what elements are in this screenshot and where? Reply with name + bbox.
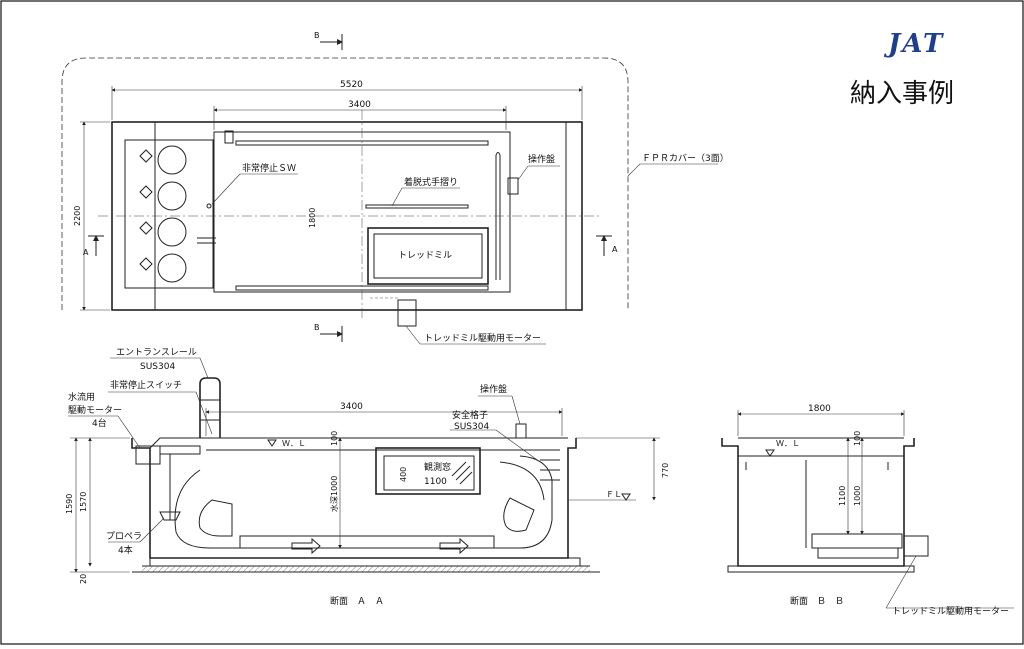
section-mark-b-top: B [314, 31, 343, 50]
section-bb-dim-1000: 1000 [853, 486, 862, 506]
section-aa-label-entrance-rail-material: SUS304 [140, 362, 175, 372]
section-aa-label-entrance-rail: エントランスレール [116, 347, 197, 358]
section-aa-label-flow-motor-2: 駆動モーター [68, 405, 122, 416]
entrance-rail-section [199, 377, 221, 438]
section-aa-dim-1590: 1590 [65, 494, 74, 514]
section-aa-dim-window-w: 1100 [424, 477, 447, 487]
label-control-panel-plan: 操作盤 [528, 153, 555, 165]
propeller-units [139, 145, 187, 283]
section-mark-a-left: A [83, 235, 104, 257]
dim-1800-plan: 1800 [308, 208, 317, 228]
section-aa-label-safety-grid-material: SUS304 [454, 422, 489, 432]
tank-section-aa [131, 438, 577, 559]
section-bb-dim-width: 1800 [808, 404, 831, 414]
section-bb-dim-100: 100 [853, 431, 862, 446]
flow-motor [135, 445, 161, 465]
section-aa-label-safety-grid: 安全格子 [452, 409, 488, 421]
plan-view: 5520 3400 2200 1800 B B A A [61, 31, 729, 345]
section-aa-dim-freeboard: 100 [330, 431, 339, 446]
label-fpr-cover: ＦＰＲカバー（3面） [642, 153, 729, 164]
plan-view-section-mark-a: A [612, 245, 618, 254]
entrance-rail-plan [495, 152, 501, 280]
section-aa-label-window: 観測窓 [424, 461, 451, 473]
section-aa-label-emergency-switch: 非常停止スイッチ [110, 379, 182, 391]
section-aa-label-propeller-1: プロペラ [106, 531, 142, 542]
flow-arrow-2 [439, 537, 469, 555]
section-mark-a-right: A [596, 235, 618, 256]
section-bb-dim-1100: 1100 [838, 486, 847, 506]
section-aa-label-flow-motor-3: 4台 [92, 417, 107, 429]
section-aa-label-propeller-2: 4本 [118, 544, 133, 556]
safety-grid [540, 459, 560, 481]
section-aa-dim-inner: 3400 [340, 402, 363, 412]
section-aa-label-control-panel: 操作盤 [480, 383, 507, 395]
treadmill-motor-bb [903, 535, 929, 557]
caption-section-aa: 断面 Ａ Ａ [330, 595, 384, 607]
propeller [159, 511, 181, 521]
label-treadmill: トレッドミル [398, 251, 452, 261]
section-aa-dim-depth: 水深1000 [329, 476, 339, 512]
tank-section-bb [721, 438, 915, 567]
control-panel-section [515, 423, 527, 439]
dim-2200: 2200 [73, 206, 82, 226]
dim-3400-plan: 3400 [348, 100, 371, 110]
treadmill-outer [367, 227, 489, 285]
fpr-cover-outline [61, 57, 629, 310]
observation-window [375, 447, 481, 495]
plan-view-section-mark-b: B [314, 323, 320, 332]
page-title: 納入事例 [850, 79, 954, 109]
handrail [365, 204, 469, 209]
treadmill-motor-plan [397, 299, 417, 327]
label-emergency-sw: 非常停止ＳＷ [242, 162, 296, 174]
section-aa-dim-1570: 1570 [79, 492, 88, 512]
section-aa-label-water-level: Ｗ．Ｌ [282, 439, 306, 448]
dim-5520: 5520 [340, 80, 363, 90]
section-aa-label-floor-level: ＦＬ [606, 490, 622, 499]
control-panel-plan [507, 177, 519, 195]
section-bb-label-water-level: Ｗ．Ｌ [776, 439, 800, 448]
section-bb: Ｗ．Ｌ 1800 100 1100 1000 トレッドミル駆動用モーター 断面 … [721, 404, 1014, 617]
jat-logo: JAT [883, 29, 944, 59]
caption-section-bb: 断面 Ｂ Ｂ [790, 595, 844, 607]
logo-text: JAT [883, 29, 944, 59]
plan-view-section-mark-b: B [314, 31, 320, 40]
label-handrail: 着脱式手摺り [404, 176, 458, 188]
treadmill-section-bb [811, 533, 903, 549]
section-aa-label-flow-motor-1: 水流用 [68, 391, 95, 403]
flow-arrow-1 [291, 537, 321, 555]
label-treadmill-motor-plan: トレッドミル駆動用モーター [424, 333, 541, 344]
section-aa-dim-770: 770 [661, 463, 670, 478]
plan-view-section-mark-a: A [83, 248, 89, 257]
section-aa: Ｗ．Ｌ 観測窓 1100 400 ＦＬ [65, 347, 670, 607]
label-treadmill-motor-bb: トレッドミル駆動用モーター [892, 606, 1009, 617]
section-mark-b-bottom: B [314, 323, 343, 342]
section-aa-dim-window-h: 400 [399, 467, 408, 482]
section-aa-dim-20: 20 [79, 574, 88, 584]
